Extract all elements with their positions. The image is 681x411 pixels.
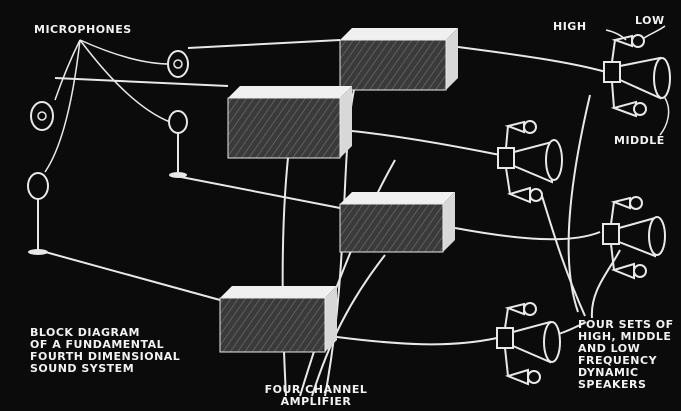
microphone-3: [169, 111, 187, 178]
microphone-4: [28, 173, 48, 255]
amplifier-label: FOUR CHANNEL AMPLIFIER: [256, 384, 376, 408]
speaker-set-1: [604, 35, 670, 116]
speakers-label-line-6: SPEAKERS: [578, 379, 674, 391]
amplifier-label-line-2: AMPLIFIER: [256, 396, 376, 408]
amplifier-channel-1: [340, 28, 458, 90]
caption-line-4: SOUND SYSTEM: [30, 363, 180, 375]
speaker-set-3: [603, 197, 665, 278]
speakers-label: FOUR SETS OF HIGH, MIDDLE AND LOW FREQUE…: [578, 319, 674, 391]
amplifier-channel-4: [220, 286, 337, 352]
diagram-caption: BLOCK DIAGRAM OF A FUNDAMENTAL FOURTH DI…: [30, 327, 180, 375]
microphone-2: [31, 102, 53, 130]
speaker-set-4: [497, 303, 560, 384]
amplifier-channel-3: [340, 192, 455, 252]
low-label: LOW: [635, 15, 665, 27]
microphone-1: [168, 51, 188, 77]
high-label: HIGH: [553, 21, 587, 33]
speaker-set-2: [498, 121, 562, 202]
microphone-pointers: [45, 40, 170, 172]
amplifier-channel-2: [228, 86, 352, 158]
microphones-label: MICROPHONES: [34, 24, 132, 36]
middle-label: MIDDLE: [614, 135, 665, 147]
